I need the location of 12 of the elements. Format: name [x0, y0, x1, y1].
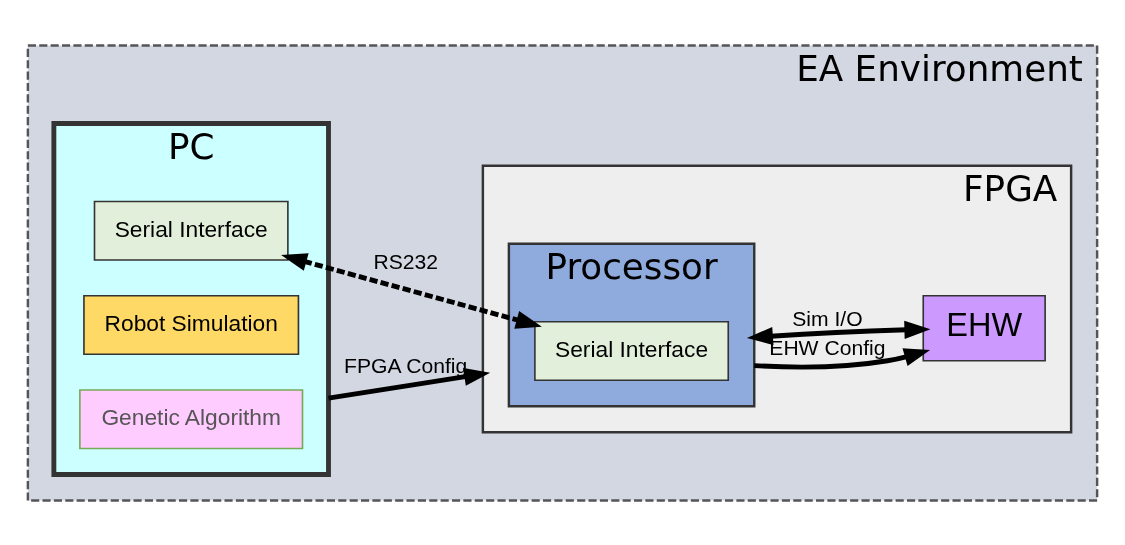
arrow: [281, 252, 542, 329]
edge-label: RS232: [373, 249, 438, 273]
node-box: Genetic Algorithm: [79, 388, 304, 449]
node-box: EHW: [922, 294, 1046, 362]
edge-label: EHW Config: [769, 335, 886, 359]
arrow: [746, 320, 931, 345]
arrow: [754, 347, 931, 369]
edge-label: Sim I/O: [792, 306, 863, 330]
node-box: Serial Interface: [534, 320, 730, 381]
node-box: Robot Simulation: [83, 294, 300, 355]
node-box: Serial Interface: [93, 200, 289, 261]
arrow: [328, 367, 491, 400]
